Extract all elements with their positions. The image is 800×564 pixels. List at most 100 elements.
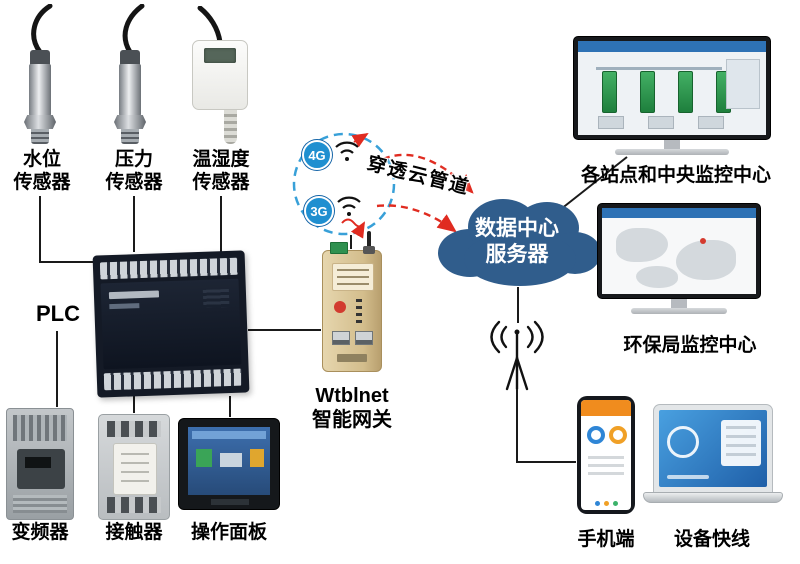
central-monitor-label: 各站点和中央监控中心: [580, 165, 771, 186]
contactor-terminals-top: [107, 421, 161, 437]
label-line: 传感器: [105, 172, 163, 193]
cloud-label: 数据中心 服务器: [452, 216, 582, 268]
phone-list-lines: [588, 456, 624, 459]
hmi-widget: [220, 453, 242, 467]
plc-brand-mark: [108, 290, 160, 300]
scada-tank: [678, 71, 693, 113]
map-region: [636, 266, 678, 288]
gateway-sim-slot: [337, 354, 367, 362]
sensor-body: [119, 64, 141, 116]
gateway-name: Wtblnet: [315, 385, 389, 407]
pressure-sensor-label: 压力 传感器: [96, 148, 172, 194]
sensor-thread: [121, 129, 139, 144]
scada-box: [698, 116, 724, 129]
laptop-display: [659, 410, 767, 487]
monitor-frame: [573, 36, 771, 140]
laptop-panel-lines: [726, 426, 756, 460]
map-header-bar: [602, 208, 756, 218]
laptop-display-panel: [721, 420, 761, 466]
bus-lines: [39, 156, 628, 463]
scada-header-bar: [578, 41, 766, 52]
phone-screen: [581, 400, 631, 510]
map-region: [676, 240, 736, 280]
scada-pipe: [596, 67, 722, 70]
phone-label: 手机端: [577, 529, 635, 550]
water-level-sensor: [8, 4, 80, 146]
tunnel-arrows: [376, 153, 474, 233]
monitor-frame: [597, 203, 761, 299]
plc-terminal-row-top: [99, 257, 239, 280]
plc-label: PLC: [36, 301, 80, 326]
temp-humidity-sensor: [180, 6, 264, 152]
scada-screen: [578, 41, 766, 135]
laptop-screen-frame: [653, 404, 773, 492]
pressure-sensor: [98, 4, 170, 146]
label-line: 水位: [22, 149, 61, 170]
sensor-cable: [31, 4, 53, 55]
monitor-stand: [671, 299, 687, 308]
laptop: [643, 404, 783, 503]
gateway-rj45-port: [332, 331, 350, 345]
vfd-display: [25, 457, 51, 468]
plc-body: [100, 278, 242, 370]
label-line: 温湿度: [192, 149, 250, 170]
cellular-bubble-circle: [292, 132, 396, 236]
phone-app-header: [581, 400, 631, 416]
sensor-cable: [122, 4, 145, 55]
monitor-base: [614, 149, 730, 155]
hmi-base: [211, 499, 249, 505]
phone-donut-chart: [587, 426, 605, 444]
antenna-icon: [490, 320, 544, 391]
laptop-keyboard-base: [643, 492, 783, 503]
phone-donut-chart: [609, 426, 627, 444]
contactor-label: 接触器: [105, 522, 163, 543]
plc-model-mark: [109, 303, 140, 310]
sensor-housing: [192, 40, 248, 110]
plc-led-block: [202, 288, 230, 308]
plc-terminal-row-bottom: [103, 368, 243, 391]
hmi-screen: [188, 427, 270, 495]
monitor-base: [631, 308, 727, 314]
cloud-shape: [438, 199, 601, 286]
phone-nav-dots: [595, 501, 600, 506]
map-screen: [602, 208, 756, 294]
sensor-probe: [224, 110, 237, 144]
vfd-vents: [13, 415, 67, 441]
vfd-device: [6, 408, 74, 520]
laptop-display-line: [667, 475, 709, 479]
scada-box: [598, 116, 624, 129]
gateway-antenna-base: [363, 246, 375, 254]
sensor-cable: [197, 6, 223, 44]
label-line: 压力: [114, 149, 153, 170]
gateway-label: Wtblnet 智能网关: [302, 384, 402, 432]
cloud-line: 数据中心: [475, 217, 559, 240]
hmi-label: 操作面板: [190, 522, 267, 543]
vfd-vents: [13, 495, 67, 513]
hmi-panel-device: [178, 418, 280, 510]
temp-humidity-sensor-label: 温湿度 传感器: [176, 148, 266, 194]
water-level-sensor-label: 水位 传感器: [4, 148, 80, 194]
laptop-display-circle: [667, 426, 699, 458]
plc-device: [92, 250, 250, 398]
map-region: [616, 228, 668, 262]
contactor-markings: [121, 453, 149, 483]
signal-arrow-icon: [341, 132, 369, 239]
sensor-lcd: [204, 48, 236, 63]
gateway-antenna: [367, 231, 371, 249]
contactor-terminals-bottom: [107, 497, 161, 513]
sensor-thread: [31, 129, 49, 144]
scada-side-panel: [726, 59, 760, 109]
mobile-phone: [577, 396, 635, 514]
hmi-widget: [196, 449, 212, 467]
gateway-device: [322, 231, 382, 372]
wifi-icon: [335, 141, 361, 216]
gateway-label-plate: [332, 263, 374, 291]
sensor-connector: [30, 50, 50, 65]
sensor-connector: [120, 50, 140, 65]
vfd-panel: [17, 449, 65, 489]
gateway-rj45-port: [355, 331, 373, 345]
sensor-hex-nut: [114, 115, 146, 129]
central-monitoring-monitor: [573, 36, 771, 155]
gateway-power-terminal: [330, 242, 348, 254]
